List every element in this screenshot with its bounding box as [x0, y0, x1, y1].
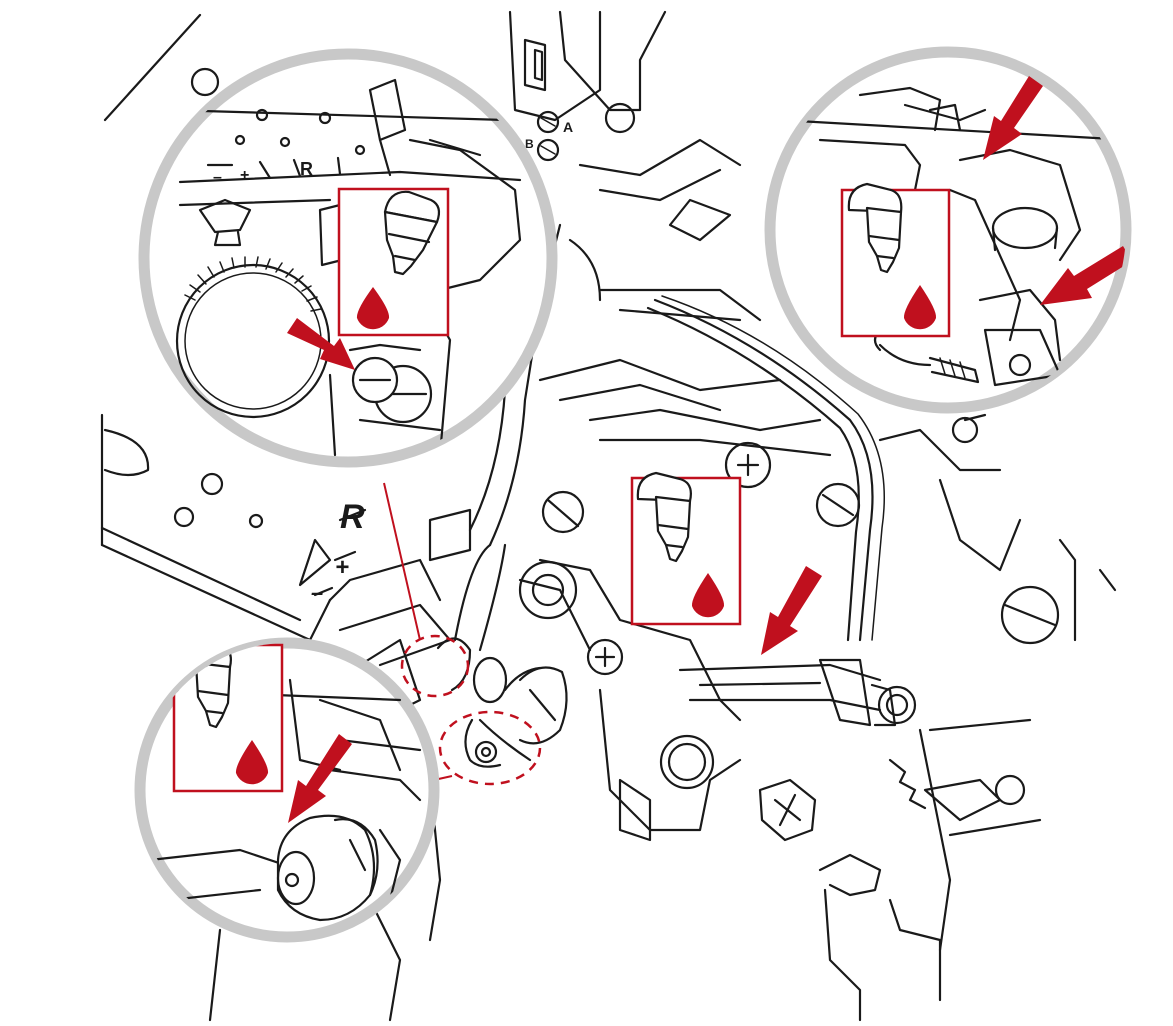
- inset-looper-collar: [134, 637, 440, 943]
- dial-minus-label: –: [311, 580, 323, 605]
- dial-r-label: R: [340, 498, 365, 536]
- arrow-icon: [761, 566, 822, 655]
- inset-minus-label: –: [213, 169, 222, 186]
- oiler-bottle-icon: [383, 190, 441, 276]
- oil-drop-icon: [235, 740, 269, 785]
- inset-thread-guide-artwork: [778, 76, 1126, 387]
- port-b-label: B: [525, 137, 534, 151]
- oil-drop-icon: [356, 287, 390, 330]
- arrow-icon: [288, 734, 352, 823]
- dashed-target-collar: [438, 710, 542, 786]
- oil-drop-icon: [903, 285, 937, 330]
- arrow-icon: [1040, 246, 1126, 305]
- port-a-label: A: [563, 119, 573, 135]
- dashed-target-dial: [400, 634, 470, 698]
- inset-plus-label: +: [240, 167, 249, 184]
- arrow-icon: [983, 76, 1043, 160]
- oiling-target-markers: [383, 482, 542, 786]
- oil-drop-icon: [691, 573, 725, 618]
- oil-point-center: [630, 471, 822, 655]
- inset-dial-tension: R – +: [138, 48, 558, 468]
- oiler-bottle-icon: [847, 182, 903, 274]
- leader-line-top-inset: [383, 482, 421, 641]
- inset-dial-artwork: R – +: [168, 78, 522, 457]
- oiler-bottle-icon: [636, 471, 692, 563]
- dial-plus-label: +: [335, 554, 349, 581]
- inset-thread-guide: [764, 46, 1132, 414]
- inset-r-label: R: [300, 159, 313, 179]
- arrow-icon: [287, 318, 355, 370]
- machine-background: R – + A B: [100, 10, 1117, 1022]
